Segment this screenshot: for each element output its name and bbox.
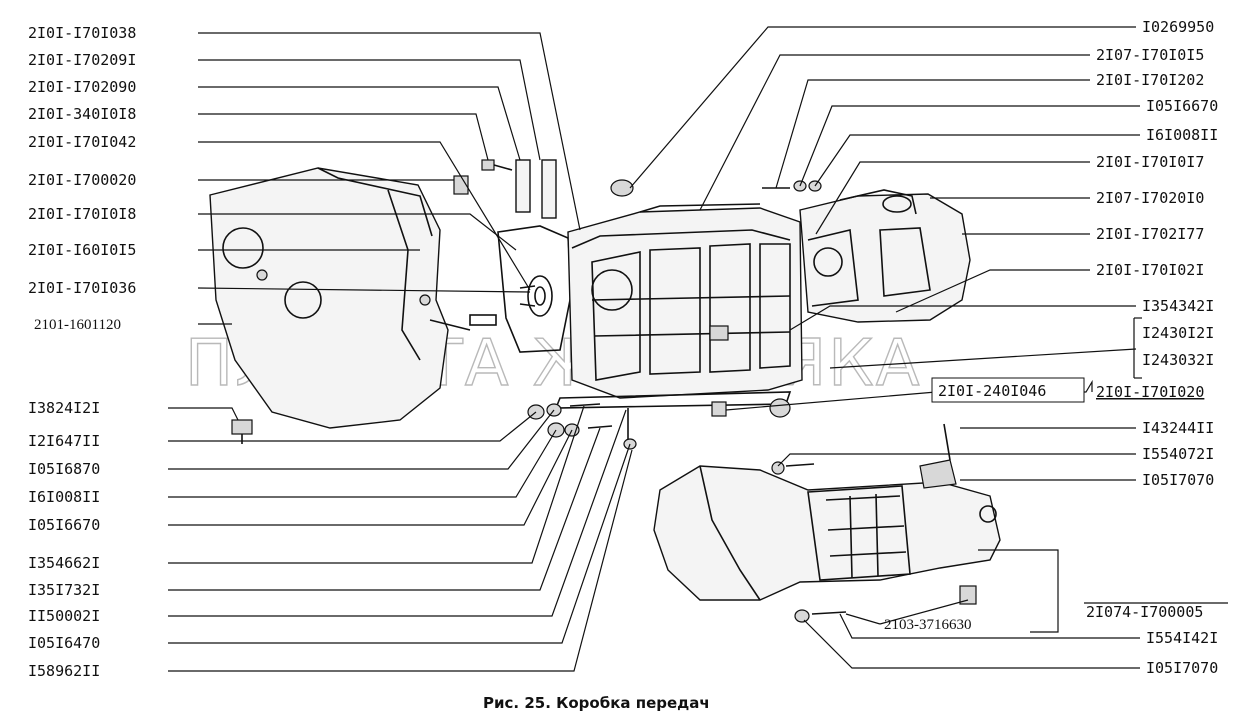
label-left-5: 2I0I-I70I042 xyxy=(28,133,136,151)
label-right-16: I05I7070 xyxy=(1142,471,1214,489)
label-right-1: I0269950 xyxy=(1142,18,1214,36)
label-left-8: 2I0I-I60I0I5 xyxy=(28,241,136,259)
label-right-6: 2I0I-I70I0I7 xyxy=(1096,153,1204,171)
gearbox-housing xyxy=(554,203,803,409)
label-left-15: I05I6670 xyxy=(28,516,100,534)
label-right-2: 2I07-I70I0I5 xyxy=(1096,46,1204,64)
label-right-18: I554I42I xyxy=(1146,629,1218,647)
label-right-17: 2I074-I700005 xyxy=(1086,603,1203,621)
label-right-14: I43244II xyxy=(1142,419,1214,437)
label-right-13: 2I0I-I70I020 xyxy=(1096,383,1204,401)
label-right-5: I6I008II xyxy=(1146,126,1218,144)
label-left-19: I05I6470 xyxy=(28,634,100,652)
label-left-2: 2I0I-I70209I xyxy=(28,51,136,69)
label-right-4: I05I6670 xyxy=(1146,97,1218,115)
label-center-1: 2I0I-240I046 xyxy=(938,382,1046,400)
label-left-1: 2I0I-I70I038 xyxy=(28,24,136,42)
label-right-19: I05I7070 xyxy=(1146,659,1218,677)
label-left-4: 2I0I-340I0I8 xyxy=(28,105,136,123)
label-right-3: 2I0I-I70I202 xyxy=(1096,71,1204,89)
label-left-14: I6I008II xyxy=(28,488,100,506)
gasket xyxy=(497,225,573,353)
extension-housing xyxy=(799,189,971,323)
label-left-10: 2101-1601120 xyxy=(34,317,121,333)
label-left-6: 2I0I-I700020 xyxy=(28,171,136,189)
assembled-gearbox xyxy=(653,423,1001,605)
figure-caption: Рис. 25. Коробка передач xyxy=(483,694,710,712)
label-right-9: 2I0I-I70I02I xyxy=(1096,261,1204,279)
label-right-12: I243032I xyxy=(1142,351,1214,369)
leader-lines-left xyxy=(168,32,633,672)
label-center-1-box xyxy=(931,377,1085,403)
label-right-15: I554072I xyxy=(1142,445,1214,463)
label-left-13: I05I6870 xyxy=(28,460,100,478)
label-right-10: I354342I xyxy=(1142,297,1214,315)
label-left-17: I35I732I xyxy=(28,581,100,599)
leader-lines-right xyxy=(629,26,1228,669)
label-left-12: I2I647II xyxy=(28,432,100,450)
label-left-3: 2I0I-I702090 xyxy=(28,78,136,96)
label-left-18: II50002I xyxy=(28,607,100,625)
label-left-7: 2I0I-I70I0I8 xyxy=(28,205,136,223)
clutch-housing xyxy=(209,167,497,429)
label-left-16: I354662I xyxy=(28,554,100,572)
lower-fasteners xyxy=(771,461,847,623)
label-left-20: I58962II xyxy=(28,662,100,680)
labels-left: 2I0I-I70I038 2I0I-I70209I 2I0I-I702090 2… xyxy=(28,24,136,680)
label-right-7: 2I07-I7020I0 xyxy=(1096,189,1204,207)
label-right-11: I2430I2I xyxy=(1142,324,1214,342)
labels-right: I0269950 2I07-I70I0I5 2I0I-I70I202 I05I6… xyxy=(1086,18,1218,677)
label-left-11: I3824I2I xyxy=(28,399,100,417)
label-right-8: 2I0I-I702I77 xyxy=(1096,225,1204,243)
label-left-9: 2I0I-I70I036 xyxy=(28,279,136,297)
label-center-2: 2103-3716630 xyxy=(884,617,972,633)
